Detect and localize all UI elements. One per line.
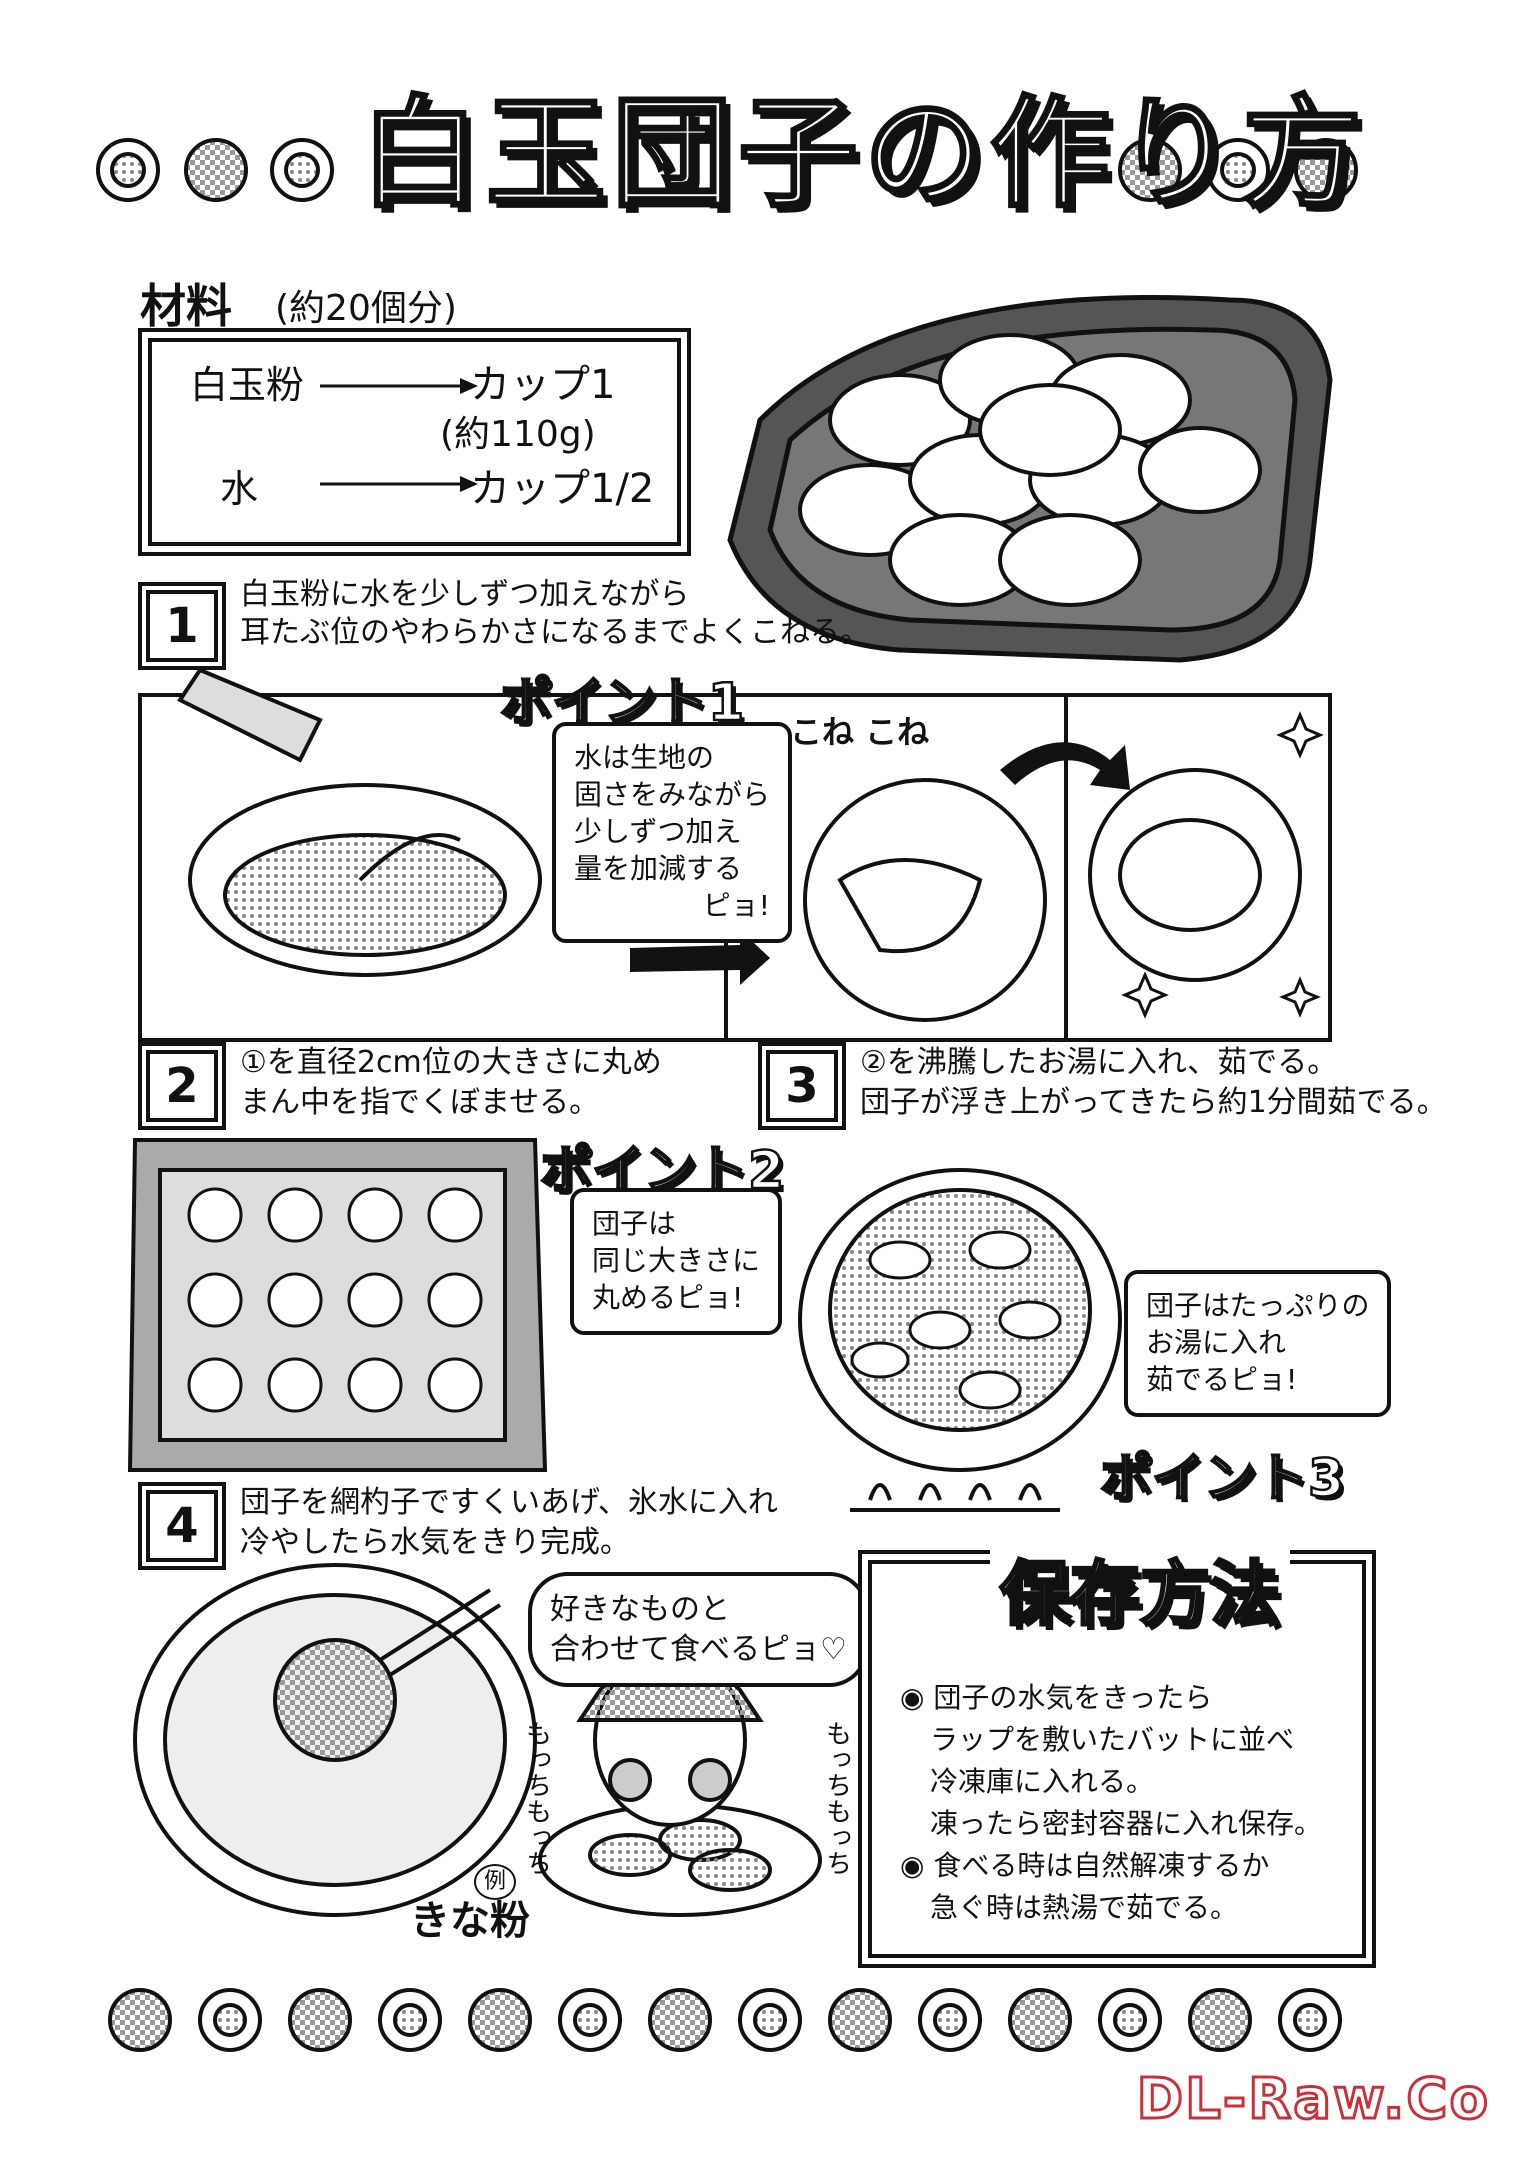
point-bubble: 団子は 同じ大きさに 丸めるピョ! xyxy=(570,1188,783,1335)
storage-line: ◉ 団子の水気をきったら xyxy=(900,1681,1213,1714)
point-bubble: 水は生地の 固さをみながら 少しずつ加え 量を加減する ピョ! xyxy=(552,722,793,943)
storage-line: ラップを敷いたバットに並べ xyxy=(930,1723,1295,1756)
ice-bowl-illustration xyxy=(133,1563,537,1917)
step-text: 冷やしたら水気をきり完成。 xyxy=(240,1525,630,1560)
bubble-line: 同じ大きさに xyxy=(592,1243,761,1277)
step-text: ②を沸騰したお湯に入れ、茹でる。 xyxy=(860,1045,1338,1080)
sfx-kneading: こね こね xyxy=(790,713,930,751)
pot-illustration xyxy=(798,1168,1122,1512)
serve-bubble: 好きなものと 合わせて食べるピョ♡ xyxy=(528,1572,869,1688)
storage-line: 冷凍庫に入れる。 xyxy=(930,1765,1155,1798)
storage-line: 凍ったら密封容器に入れ保存。 xyxy=(930,1807,1323,1840)
bubble-line: ピョ! xyxy=(702,888,771,922)
tray-illustration xyxy=(127,1138,548,1472)
material-note: (約110g) xyxy=(440,414,596,455)
material-name: 水 xyxy=(220,467,259,511)
material-amount: カップ1 xyxy=(470,362,616,408)
bubble-line: 団子はたっぷりの xyxy=(1146,1289,1370,1322)
plate-illustration xyxy=(727,295,1333,663)
storage-line: 急ぐ時は熱湯で茹でる。 xyxy=(930,1891,1239,1924)
sfx-left: もっちもっち xyxy=(521,1720,552,1876)
bubble-line: 水は生地の xyxy=(574,741,715,774)
materials-yield: (約20個分) xyxy=(275,288,457,329)
step-text: 白玉粉に水を少しずつ加えながら xyxy=(240,577,690,612)
watermark: DL-Raw.Co xyxy=(1135,2066,1490,2134)
material-amount: カップ1/2 xyxy=(470,466,655,512)
step-text: 耳たぶ位のやわらかさになるまでよくこねる。 xyxy=(240,615,870,650)
bubble-line: 好きなものと xyxy=(550,1592,730,1627)
materials-box xyxy=(148,338,681,546)
step-text: 団子を網杓子ですくいあげ、氷水に入れ xyxy=(240,1485,778,1520)
step-number: 3 xyxy=(766,1050,838,1122)
bubble-line: 固さをみながら xyxy=(574,777,771,811)
bubble-line: 合わせて食べるピョ♡ xyxy=(550,1631,847,1667)
arrow-icon xyxy=(320,378,478,492)
bubble-line: 丸めるピョ! xyxy=(592,1280,744,1314)
step-text: まん中を指でくぼませる。 xyxy=(240,1085,600,1120)
step-text: ①を直径2cm位の大きさに丸め xyxy=(240,1045,662,1080)
bubble-line: お湯に入れ xyxy=(1146,1325,1287,1359)
step-number: 1 xyxy=(146,590,218,662)
material-name: 白玉粉 xyxy=(190,363,305,407)
storage-heading: 保存方法 xyxy=(990,1538,1290,1639)
bubble-line: 団子は xyxy=(592,1207,677,1240)
point-bubble: 団子はたっぷりの お湯に入れ 茹でるピョ! xyxy=(1124,1270,1392,1417)
bubble-line: 茹でるピョ! xyxy=(1146,1362,1298,1396)
materials-heading: 材料 xyxy=(140,279,232,333)
bubble-line: 少しずつ加え xyxy=(574,814,742,848)
step-text: 団子が浮き上がってきたら約1分間茹でる。 xyxy=(860,1085,1447,1120)
storage-line: ◉ 食べる時は自然解凍するか xyxy=(900,1849,1270,1882)
kinako-label: きな粉 xyxy=(410,1898,530,1944)
step-number: 4 xyxy=(146,1490,218,1562)
step-number: 2 xyxy=(146,1050,218,1122)
point-label: ポイント3 xyxy=(1099,1448,1346,1511)
kinako-plate-illustration xyxy=(538,1803,822,1917)
bubble-line: 量を加減する xyxy=(574,851,743,885)
sfx-right: もっちもっち xyxy=(821,1720,852,1876)
kinako-tag: 例 xyxy=(474,1864,517,1900)
page-title: 白玉団子の作り方 xyxy=(359,84,1368,226)
